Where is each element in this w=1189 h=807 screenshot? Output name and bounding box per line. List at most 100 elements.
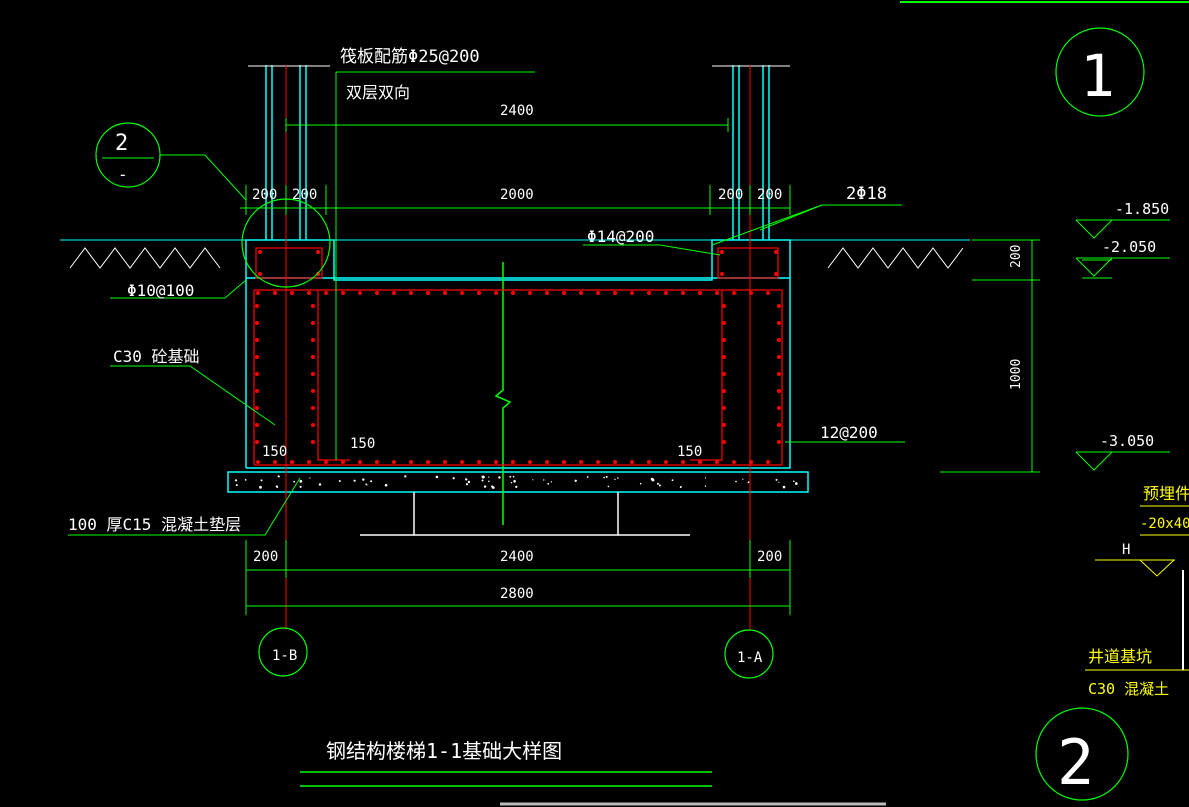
rebar-dot: [256, 460, 260, 464]
pad-speck: [293, 480, 296, 483]
axis-label-right: 1-A: [737, 650, 763, 666]
pad-speck: [793, 480, 795, 483]
rebar-dot: [777, 423, 781, 427]
rebar-dot: [255, 406, 259, 410]
rebar-dot: [777, 372, 781, 376]
rebar-dot: [255, 440, 259, 444]
rebar-dot: [722, 304, 726, 308]
rebar-dot: [443, 460, 447, 464]
rebar-dot: [494, 460, 498, 464]
rebar-dot: [720, 250, 724, 254]
pad-speck: [309, 477, 311, 479]
rebar-dot: [613, 460, 617, 464]
text-layer: 筏板配筋Φ25@200 双层双向 2400 200 200 2000 200 2…: [68, 42, 1189, 799]
rebar-dot: [426, 291, 430, 295]
dimension-lines: [68, 71, 1170, 615]
rebar-dot: [255, 321, 259, 325]
pad-speck: [235, 484, 238, 487]
rebar-dot: [596, 291, 600, 295]
rebar-dot: [722, 355, 726, 359]
pad-speck: [483, 485, 487, 488]
level-2: -2.050: [1102, 238, 1156, 256]
pad-speck: [775, 478, 778, 481]
rebar-dot: [722, 372, 726, 376]
rebar-dot: [511, 291, 515, 295]
dim-top-2400: 2400: [500, 103, 534, 119]
rebar-dot: [255, 304, 259, 308]
detail-2-circle: [95, 122, 161, 188]
label-phi10: Φ10@100: [127, 281, 194, 300]
rebar-dot: [375, 460, 379, 464]
dim-150-c: 150: [677, 444, 702, 460]
pad-speck: [488, 476, 490, 478]
rebar-dot: [477, 460, 481, 464]
label-pad: 100 厚C15 混凝土垫层: [68, 515, 241, 534]
rebar-dot: [273, 291, 277, 295]
rebar-note2: 双层双向: [346, 83, 410, 102]
rebar-dots: [255, 250, 781, 464]
pad-speck: [658, 484, 661, 487]
rebar-dot: [722, 406, 726, 410]
pad-speck: [657, 482, 659, 485]
rebar-dot: [290, 291, 294, 295]
pad-speck: [276, 486, 279, 488]
rebar-dot: [311, 440, 315, 444]
pad-speck: [244, 479, 247, 481]
pad-speck: [586, 476, 589, 478]
pad-speck: [488, 480, 490, 483]
pad-speck: [510, 482, 513, 484]
pad-speck: [607, 485, 610, 488]
detail-circle: [241, 198, 331, 288]
pad-speck: [260, 479, 263, 482]
rebar-dot: [255, 423, 259, 427]
pad-speck: [704, 477, 707, 479]
level-h: H: [1122, 542, 1130, 558]
pad-speck: [299, 479, 303, 483]
rebar-dot: [766, 291, 770, 295]
rebar-dot: [324, 291, 328, 295]
foundation-outline: [245, 65, 791, 469]
pad-speck: [704, 485, 707, 487]
detail-2-denominator: -: [118, 165, 128, 184]
rebar-dot: [774, 272, 778, 276]
rebar-dot: [311, 321, 315, 325]
rebar-dot: [664, 291, 668, 295]
dim-200-b: 200: [292, 187, 317, 203]
rebar-dot: [777, 440, 781, 444]
pad-speck: [366, 484, 368, 486]
support-lines: [360, 492, 690, 536]
rebar-dot: [311, 338, 315, 342]
section-2-circle: [1035, 707, 1129, 801]
rebar-dot: [715, 460, 719, 464]
rebar-dot: [311, 304, 315, 308]
rebar-dot: [766, 460, 770, 464]
pad-speck: [481, 475, 485, 479]
detail-2-number: 2: [115, 131, 128, 156]
rebar-dot: [596, 460, 600, 464]
dim-b-2400: 2400: [500, 549, 534, 565]
pad-speck: [481, 479, 484, 482]
rebar-dot: [777, 338, 781, 342]
rebar-dot: [777, 355, 781, 359]
rebar-dot: [720, 272, 724, 276]
pad-speck: [299, 485, 302, 488]
pad-speck: [353, 479, 356, 482]
rebar-dot: [715, 291, 719, 295]
rebar-dot: [358, 460, 362, 464]
drawing-title: 钢结构楼梯1-1基础大样图: [326, 739, 562, 763]
section-1-circle: [1055, 27, 1145, 117]
rebar-dot: [630, 460, 634, 464]
rebar-dot: [562, 460, 566, 464]
pad-speck: [465, 478, 468, 481]
pad-speck: [603, 476, 605, 479]
rebar-note: 筏板配筋Φ25@200: [340, 47, 480, 67]
axis-1a-circle: [724, 629, 774, 679]
dim-150-a: 150: [262, 444, 287, 460]
section-2-number: 2: [1057, 726, 1094, 799]
pad-speck: [735, 480, 737, 483]
pad-speck: [370, 480, 373, 483]
dim-v-200: 200: [1009, 245, 1024, 268]
pad-speck: [467, 480, 471, 484]
rebar-dot: [255, 355, 259, 359]
